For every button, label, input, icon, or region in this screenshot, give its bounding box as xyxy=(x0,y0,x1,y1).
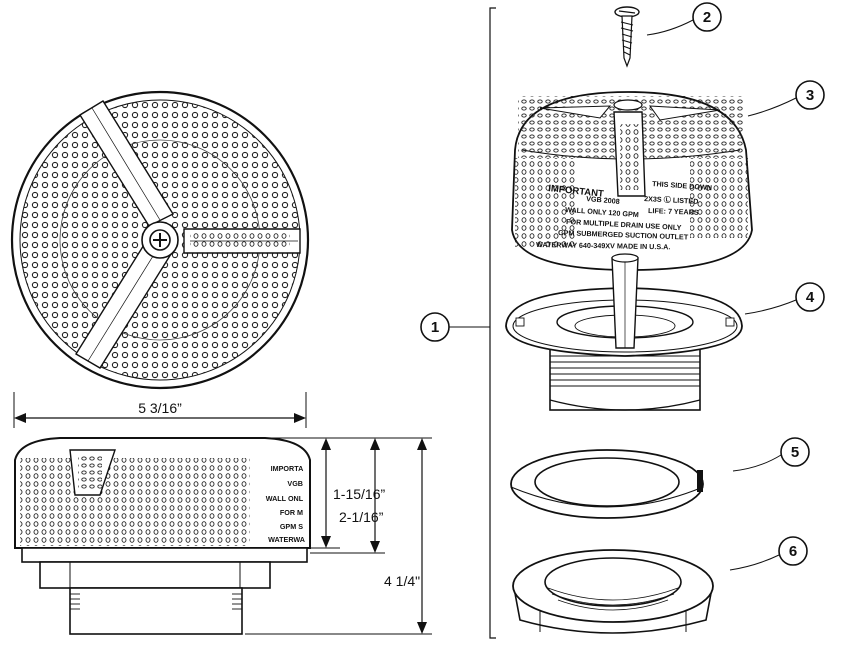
callout-3: 3 xyxy=(747,80,825,117)
svg-text:3: 3 xyxy=(806,87,814,104)
callout-1: 1 xyxy=(420,312,450,342)
height-a-label: 1-15/16” xyxy=(333,486,385,502)
part-frame xyxy=(505,253,743,411)
part-lock-ring xyxy=(512,549,714,634)
callout-4: 4 xyxy=(744,282,825,315)
cover-label-waterway: WATERWAY 640-349XV MADE IN U.S.A. xyxy=(536,240,670,251)
height-dimensions: 1-15/16” 2-1/16” 4 1/4" xyxy=(245,437,432,635)
svg-text:4: 4 xyxy=(806,289,815,306)
width-dimension-label: 5 3/16” xyxy=(138,400,182,416)
part-screw xyxy=(614,6,640,68)
svg-text:6: 6 xyxy=(789,543,797,560)
cover-label-this-side-down: THIS SIDE DOWN xyxy=(652,179,712,192)
part-gasket xyxy=(510,449,704,519)
side-label: IMPORTA VGB WALL ONL FOR M GPM S WATERWA xyxy=(266,464,305,544)
callout-6: 6 xyxy=(729,536,808,571)
side-view: IMPORTA VGB WALL ONL FOR M GPM S WATERWA xyxy=(14,437,311,635)
callout-2: 2 xyxy=(646,2,722,36)
callouts: 1 2 3 4 5 6 xyxy=(420,2,825,571)
cover-label-vgb: VGB 2008 xyxy=(586,194,620,206)
cover-label-listed: 2X3S Ⓛ LISTED xyxy=(644,194,699,206)
height-total-label: 4 1/4" xyxy=(384,573,420,589)
callout-5: 5 xyxy=(732,437,810,472)
svg-text:2: 2 xyxy=(703,9,711,26)
svg-text:5: 5 xyxy=(791,444,799,461)
width-dimension: 5 3/16” xyxy=(13,392,307,428)
cover-label-life: LIFE: 7 YEARS xyxy=(648,206,699,217)
svg-text:1: 1 xyxy=(431,319,439,336)
part-cover: IMPORTANT THIS SIDE DOWN VGB 2008 2X3S Ⓛ… xyxy=(511,91,753,271)
top-view xyxy=(10,90,310,390)
height-b-label: 2-1/16” xyxy=(339,509,384,525)
assembly-bracket xyxy=(449,7,496,639)
